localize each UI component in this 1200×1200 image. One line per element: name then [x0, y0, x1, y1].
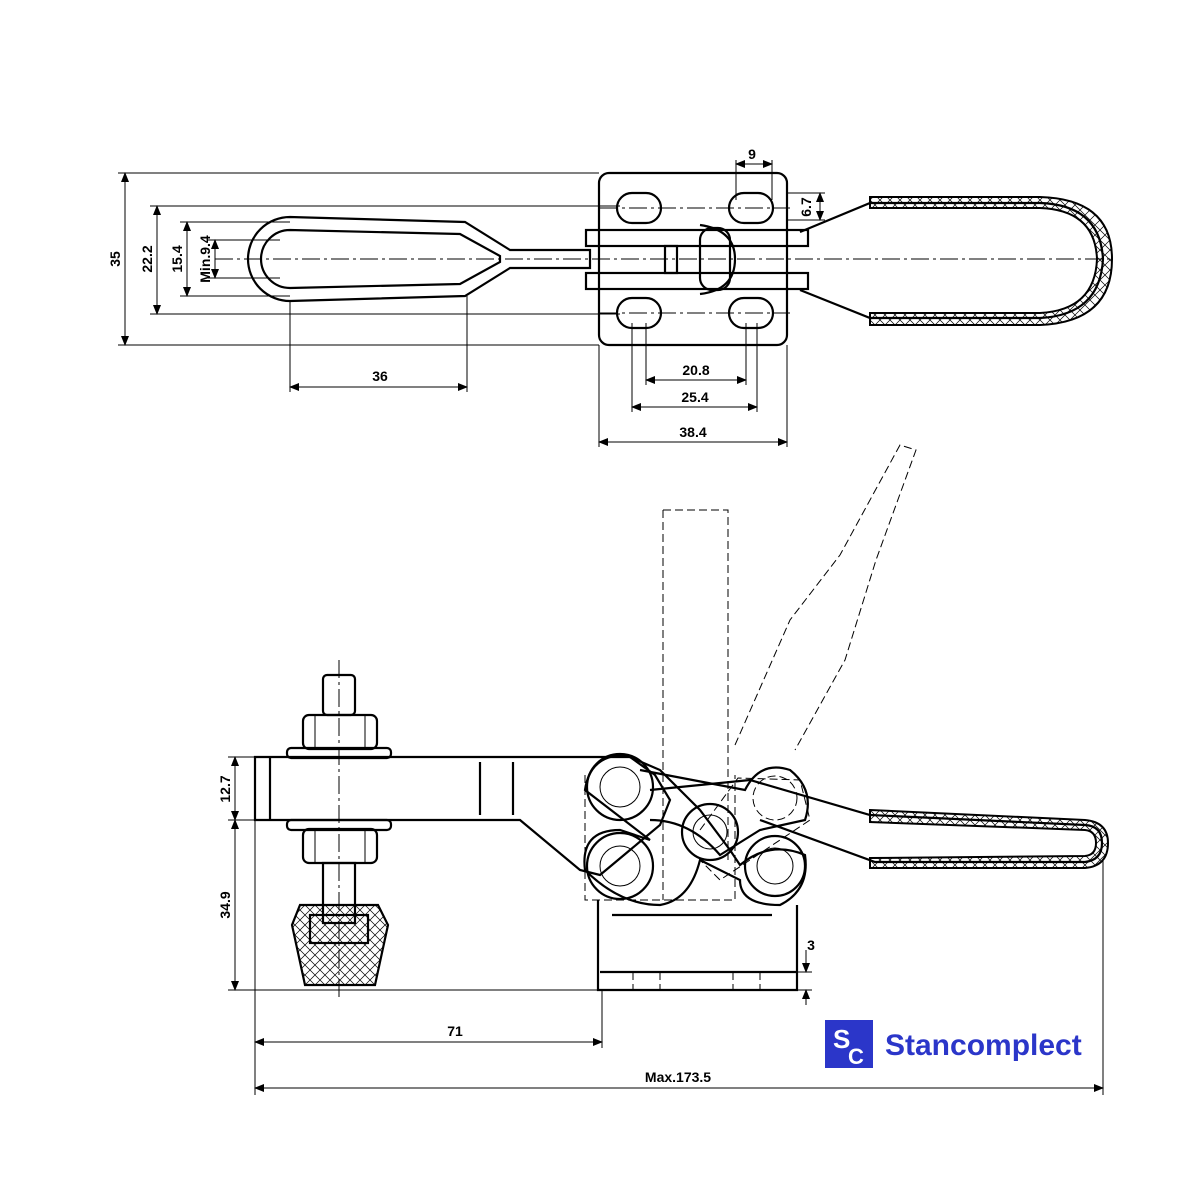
- dim-20-8: 20.8: [682, 362, 709, 378]
- top-clamp-arm: [246, 215, 592, 303]
- dim-34-9: 34.9: [217, 891, 233, 918]
- dim-6-7: 6.7: [798, 197, 814, 217]
- dim-9: 9: [748, 146, 756, 162]
- svg-text:C: C: [848, 1044, 864, 1069]
- side-base: [596, 900, 799, 992]
- dim-22-2: 22.2: [139, 245, 155, 272]
- top-extension-lines: [118, 160, 825, 447]
- dim-36: 36: [372, 368, 388, 384]
- logo-mark: [825, 1020, 873, 1068]
- side-view: 12.7 34.9 3 71 Max.173.5: [217, 444, 1110, 1095]
- side-clamp-bar: [253, 755, 672, 877]
- top-dimension-lines: [121, 160, 824, 446]
- dim-12-7: 12.7: [217, 775, 233, 802]
- dim-max-173-5: Max.173.5: [645, 1069, 711, 1085]
- side-handle: [649, 778, 1110, 869]
- dim-71: 71: [447, 1023, 463, 1039]
- top-view: 35 22.2 15.4 Min.9.4 36 20.8 25.4 38.4 9…: [107, 146, 1114, 447]
- dim-25-4: 25.4: [681, 389, 708, 405]
- dim-min-9-4: Min.9.4: [197, 235, 213, 283]
- side-pivot-pins: [585, 752, 807, 901]
- side-rubber-tip: [290, 903, 390, 987]
- dim-15-4: 15.4: [169, 245, 185, 272]
- side-linkage: [583, 753, 809, 907]
- side-dimension-lines: [231, 756, 1104, 1092]
- dim-38-4: 38.4: [679, 424, 706, 440]
- top-mounting-slots: [615, 191, 775, 330]
- brand-name: Stancomplect: [885, 1029, 1082, 1062]
- brand-logo: S C Stancomplect: [825, 1020, 1082, 1069]
- dim-3: 3: [807, 937, 815, 953]
- top-pivot-block: [584, 223, 810, 296]
- svg-text:S: S: [833, 1024, 850, 1054]
- dim-35: 35: [107, 251, 123, 267]
- side-open-arm-dashed: [584, 444, 917, 901]
- top-handle: [799, 196, 1114, 326]
